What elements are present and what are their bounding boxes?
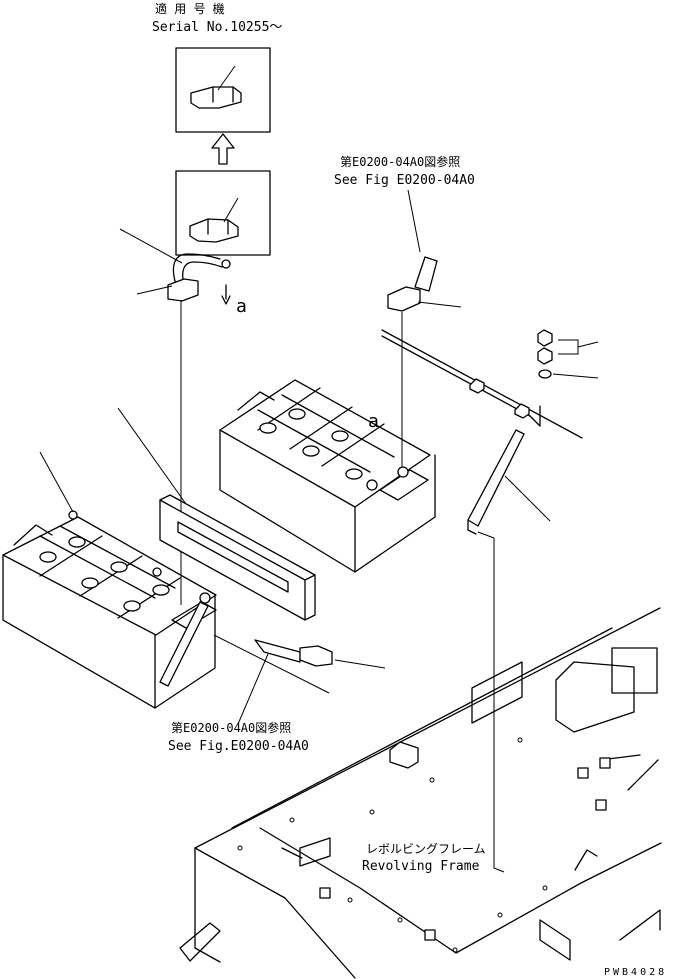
frame-en-label: Revolving Frame [362,859,480,874]
battery-cable-right [387,189,462,467]
marker-a-battery: a [368,411,379,432]
battery-hold-down [381,329,599,873]
frame-jp-label: レボルビングフレーム [366,842,486,856]
battery-spacer [117,407,316,621]
ref-top-jp-label: 第E0200-04A0図参照 [340,154,460,169]
serial-detail-box-old [175,170,271,256]
ref-bottom-en-label: See Fig.E0200-04A0 [168,739,309,754]
battery-cable-left [119,228,231,605]
ref-bottom-jp-label: 第E0200-04A0図参照 [171,720,291,735]
battery-upper [219,379,436,573]
serial-en-label: Serial No.10255～ [152,20,282,35]
revolving-frame [179,607,662,979]
serial-detail-box-new [175,47,271,133]
ref-top-en-label: See Fig E0200-04A0 [334,173,475,188]
upgrade-arrow-icon [211,133,235,165]
serial-jp-label: 適 用 号 機 [155,1,225,16]
battery-cable-bottom [213,634,386,725]
drawing-code: PWB4028 [604,967,667,978]
battery-lower [2,451,217,709]
marker-a-cable: a [236,296,247,317]
